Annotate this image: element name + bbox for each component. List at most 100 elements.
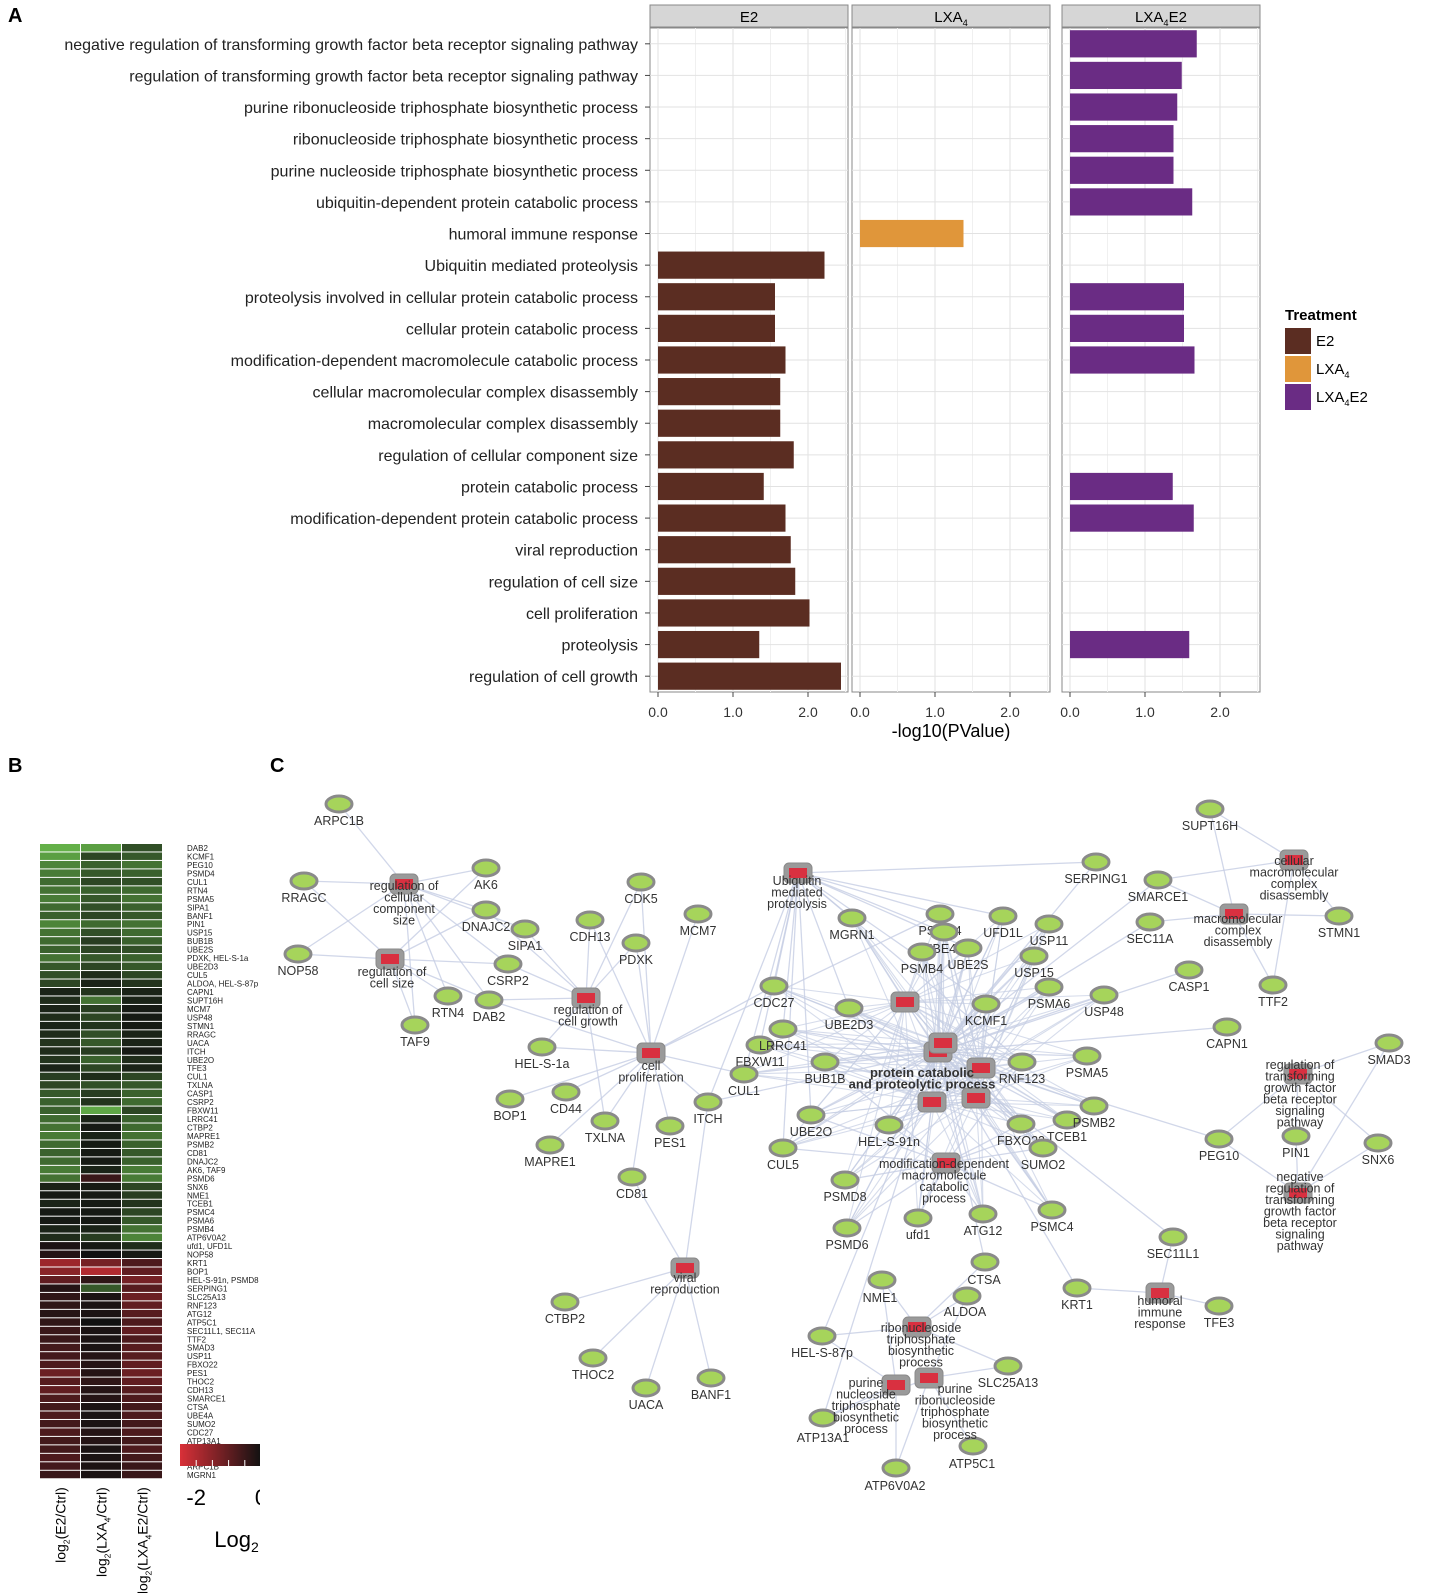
heatmap-cell [122,1445,162,1453]
heatmap-row-label: USP11 [187,1352,212,1361]
network-edge [604,1052,652,1122]
heatmap-cell [122,1267,162,1275]
heatmap-cell [81,1411,121,1419]
heatmap-cell [40,1199,80,1208]
network-edge [846,1097,977,1229]
gene-node [590,1111,620,1131]
term-label: purine [849,1376,884,1390]
heatmap-column-text: log2(LXA4/Ctrl) [94,1487,113,1577]
gene-node [1324,906,1354,926]
gene-node [993,1356,1023,1376]
heatmap-cell [122,1047,162,1055]
heatmap-cell [81,886,121,894]
gene-label: UFD1L [983,926,1023,940]
heatmap-cell [122,1462,162,1470]
x-tick-label: 2.0 [1210,704,1230,720]
heatmap-row-label: DNAJC2 [187,1157,219,1166]
heatmap-row-label: USP15 [187,929,213,938]
network-edge [631,1052,652,1178]
heatmap-cell [81,1233,121,1242]
heatmap-cell [40,971,80,979]
heatmap-cell [122,1157,162,1165]
network-edge [1233,913,1340,917]
term-label: biosynthetic [888,1344,954,1358]
network-edge [797,872,941,915]
gene-node [1158,1227,1188,1247]
network-edge [782,872,799,1149]
panel-label-a: A [8,5,22,27]
facet-strip-LXA4E2 [1061,4,1261,28]
network-edge [389,958,490,1001]
heatmap-cell [40,844,80,852]
network-edge [937,879,1159,1053]
network-edge [782,1028,944,1044]
heatmap-row-label: TCEB1 [187,1200,213,1209]
gene-label: PEG10 [1199,1149,1239,1163]
term-label: macromolecular [1194,912,1283,926]
network-edge [1297,1042,1390,1075]
heatmap-cell [81,945,121,954]
heatmap-cell [81,996,121,1004]
network-edge [810,1114,947,1164]
gene-node [1258,975,1288,995]
network-edge [851,917,944,1044]
network-edge [942,1042,984,1215]
gene-label: FBXW11 [735,1055,784,1069]
y-tick-label: protein catabolic process [461,479,638,496]
network-edge [782,1101,933,1149]
heatmap-cell [40,1326,80,1335]
gene-label: UBE2D3 [825,1018,874,1032]
heatmap-row-label: PEG10 [187,861,213,870]
network-edge [773,985,933,1103]
network-edge [824,1061,933,1103]
heatmap-row-label: PSMD6 [187,1174,215,1183]
network-edge [975,1055,1088,1099]
bar-E2-11 [658,378,781,406]
gene-label: SIPA1 [508,939,543,953]
heatmap-cell [40,1157,80,1165]
heatmap-row-label: CD81 [187,1149,208,1158]
network-edge [488,997,587,1001]
term-label: complex [1271,877,1318,891]
heatmap-cell [81,1123,121,1131]
heatmap-cell [81,954,121,962]
term-label: disassembly [1260,889,1330,903]
network-edge [844,1067,982,1181]
gene-node [953,938,983,958]
gene-node [400,1015,430,1035]
gene-node [1006,1114,1036,1134]
network-edge [488,999,652,1054]
gene-label: SMARCE1 [1128,890,1188,904]
y-tick-label: ubiquitin-dependent protein catabolic pr… [316,195,638,212]
heatmap-cell [40,1174,80,1182]
heatmap-cell [81,1098,121,1106]
network-term-labels: regulation ofcellularcomponentsizeregula… [358,854,1339,1442]
term-node-core [676,1263,694,1273]
network-edge [707,872,799,1103]
network-edge [782,1051,939,1149]
network-edge [759,1044,933,1103]
bar-E2-17 [658,567,796,595]
gene-node [907,942,937,962]
legend-title: Treatment [1285,307,1357,324]
gene-label: NME1 [863,1291,898,1305]
bar-LXA4E2-5 [1070,188,1193,216]
network-edge [541,1046,652,1054]
heatmap-row-label: CSRP2 [187,1098,214,1107]
gene-label: SUMO2 [1021,1158,1066,1172]
heatmap-row-label: AK6, TAF9 [187,1166,226,1175]
heatmap-cell [40,1115,80,1123]
term-node-core [1289,1069,1307,1079]
heatmap-cell [40,1462,80,1470]
gene-label: SEC11A [1126,932,1174,946]
network-edge [743,1073,933,1103]
bar-E2-14 [658,472,764,501]
gene-node [968,1204,998,1224]
heatmap-row-label: USP48 [187,1013,213,1022]
y-tick-label: regulation of cellular component size [378,448,638,465]
y-tick-label: regulation of transforming growth factor… [129,68,638,85]
network-edge [782,1147,947,1164]
heatmap-cell [81,1326,121,1335]
heatmap-cell [40,1072,80,1081]
network-edge [844,1001,906,1181]
